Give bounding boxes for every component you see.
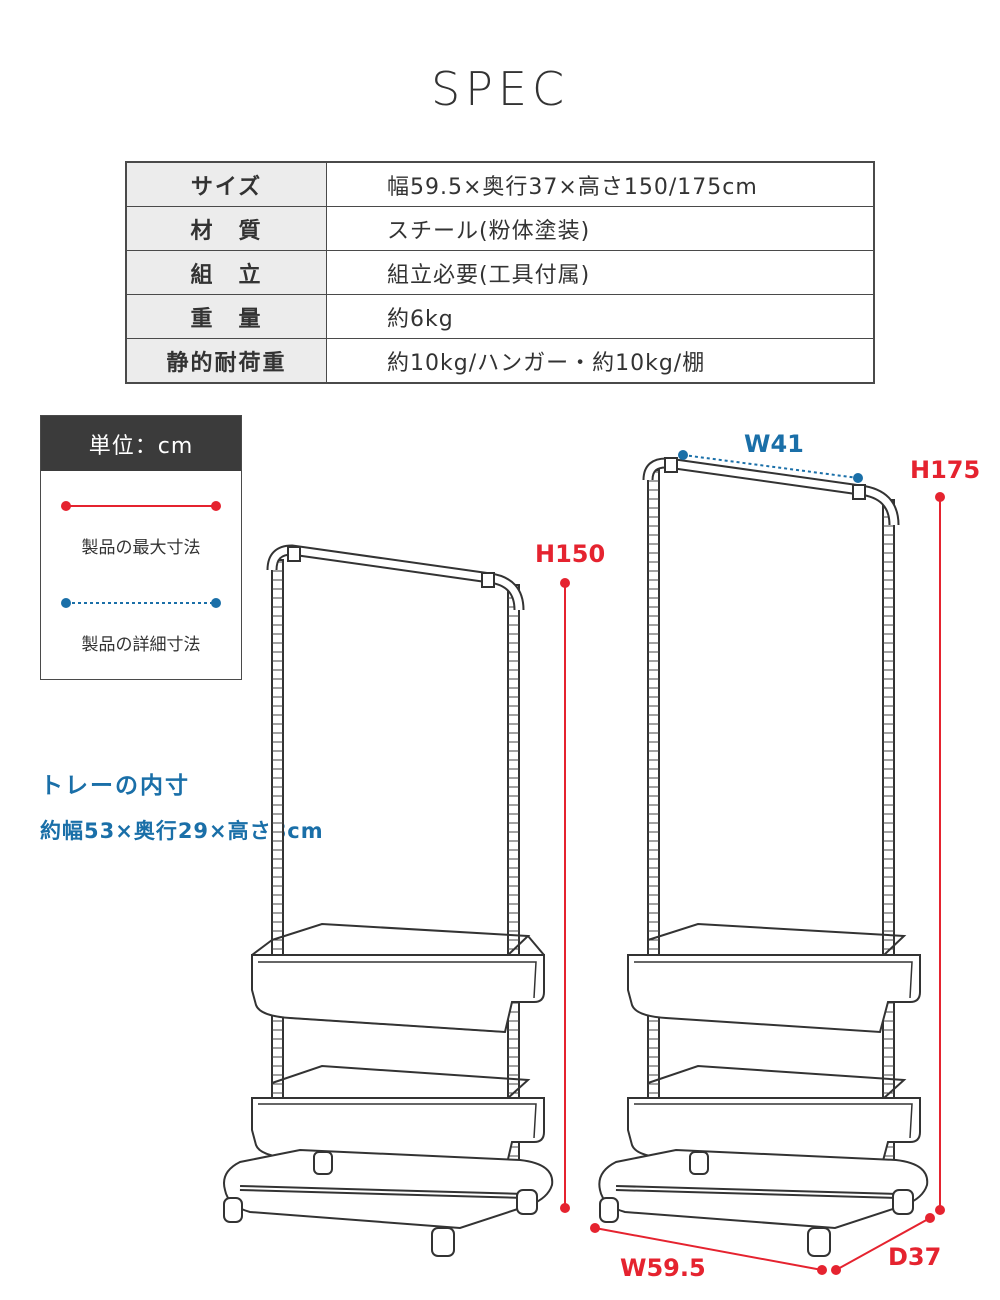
tray-title: トレーの内寸: [40, 773, 190, 799]
w595-label: W59.5: [620, 1254, 706, 1282]
h175-bottom-dot: [935, 1205, 945, 1215]
hanger-rack-175: [598, 457, 929, 1257]
spec-label: 材 質: [125, 206, 327, 251]
h175-label: H175: [910, 456, 981, 484]
d37-left-dot: [831, 1265, 841, 1275]
hanger-rack-150: [223, 544, 554, 1257]
d37-label: D37: [888, 1243, 942, 1271]
detail-dimension-dot: [61, 598, 71, 608]
spec-value: 約10kg/ハンガー・約10kg/棚: [326, 338, 875, 384]
h175-top-dot: [935, 492, 945, 502]
w595-right-dot: [817, 1265, 827, 1275]
d37-dimension-line: [835, 1217, 931, 1271]
d37-right-dot: [925, 1213, 935, 1223]
h150-bottom-dot: [560, 1203, 570, 1213]
max-dimension-dot: [61, 501, 71, 511]
detail-dimension-dot: [211, 598, 221, 608]
spec-row: 組 立組立必要(工具付属): [125, 250, 875, 295]
h150-label: H150: [535, 540, 606, 568]
spec-value: 組立必要(工具付属): [326, 250, 875, 295]
legend-lines: [61, 501, 221, 608]
w595-left-dot: [590, 1223, 600, 1233]
w41-left-dot: [678, 450, 688, 460]
w41-label: W41: [744, 430, 804, 458]
spec-row: 静的耐荷重約10kg/ハンガー・約10kg/棚: [125, 338, 875, 384]
legend-max-label: 製品の最大寸法: [81, 538, 201, 558]
unit-legend: 単位：cm 製品の最大寸法 製品の詳細寸法: [40, 415, 242, 680]
spec-label: 静的耐荷重: [125, 338, 327, 384]
spec-label: 重 量: [125, 294, 327, 339]
spec-row: サイズ幅59.5×奥行37×高さ150/175cm: [125, 161, 875, 207]
legend-unit: 単位：cm: [41, 416, 241, 471]
spec-label: サイズ: [125, 161, 327, 207]
legend-detail-label: 製品の詳細寸法: [81, 635, 201, 655]
spec-value: 約6kg: [326, 294, 875, 339]
spec-row: 材 質スチール(粉体塗装): [125, 206, 875, 251]
spec-row: 重 量約6kg: [125, 294, 875, 339]
spec-label: 組 立: [125, 250, 327, 295]
spec-value: スチール(粉体塗装): [326, 206, 875, 251]
h150-top-dot: [560, 578, 570, 588]
w595-dimension-line: [594, 1227, 823, 1271]
max-dimension-dot: [211, 501, 221, 511]
spec-value: 幅59.5×奥行37×高さ150/175cm: [326, 161, 875, 207]
w41-right-dot: [853, 473, 863, 483]
page-title: SPEC: [430, 62, 570, 116]
